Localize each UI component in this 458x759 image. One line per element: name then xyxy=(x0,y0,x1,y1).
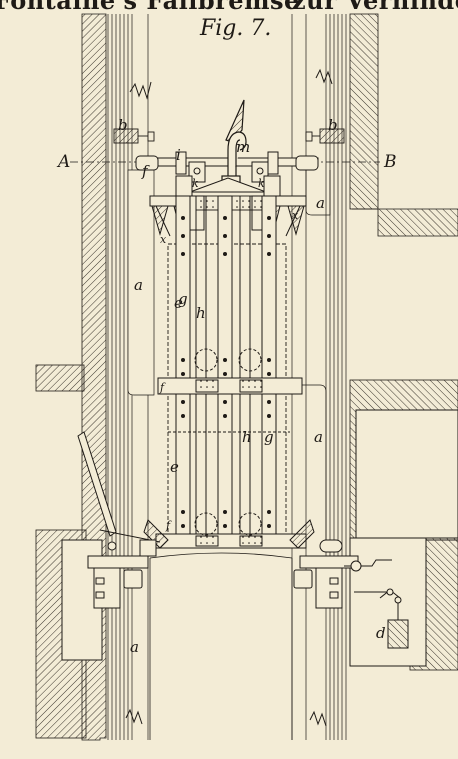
label-i: i xyxy=(176,146,181,164)
catch-left-bottom xyxy=(77,431,161,609)
label-k-left: k xyxy=(192,177,199,190)
label-e-upper: e xyxy=(174,294,183,312)
label-A: A xyxy=(58,152,71,172)
cross-beam-f-bottom xyxy=(143,512,315,549)
shaft-pit xyxy=(149,552,293,740)
cross-beam-f-middle xyxy=(157,348,303,433)
plate-header-left: Fontaine's Fallbremse xyxy=(0,0,300,12)
cage-bars xyxy=(175,195,277,539)
shaft-wall-left xyxy=(35,13,107,741)
guide-rail-right xyxy=(291,14,347,740)
label-x-right: x xyxy=(292,209,299,222)
label-e-lower: e xyxy=(170,458,179,476)
weight-d xyxy=(387,596,409,649)
cage-rivets xyxy=(181,216,271,528)
label-a-upper-right: a xyxy=(316,194,325,212)
label-k-right: k xyxy=(258,177,265,190)
label-a-lower-right: a xyxy=(314,428,323,446)
label-f-bottom: f xyxy=(166,519,171,532)
guide-rail-left xyxy=(107,14,155,740)
label-g-lower: g xyxy=(264,428,274,446)
label-b-right: b xyxy=(328,116,338,134)
label-B: B xyxy=(384,152,397,172)
label-m: m xyxy=(236,138,251,156)
block-b-right xyxy=(305,128,345,144)
label-x-left: x xyxy=(160,233,167,246)
plate-header-right: zur Verhinderung xyxy=(292,0,458,12)
label-f-middle: f xyxy=(160,381,165,394)
label-a-bottom: a xyxy=(130,638,139,656)
label-a-left: a xyxy=(134,276,143,294)
label-f-top: f xyxy=(142,162,148,180)
label-h-lower: h xyxy=(242,428,252,446)
block-b-left xyxy=(113,128,155,144)
label-d: d xyxy=(376,624,386,642)
label-g-upper: g xyxy=(178,290,188,308)
label-b-left: b xyxy=(118,116,128,134)
figure-title: Fig. 7. xyxy=(200,16,272,41)
label-h-upper: h xyxy=(196,304,206,322)
plate-header: Fontaine's Fallbremse zur Verhinderung xyxy=(0,0,458,12)
catch-right-bottom xyxy=(293,539,401,609)
shaft-wall-right xyxy=(349,13,458,671)
break-marks xyxy=(125,68,333,727)
